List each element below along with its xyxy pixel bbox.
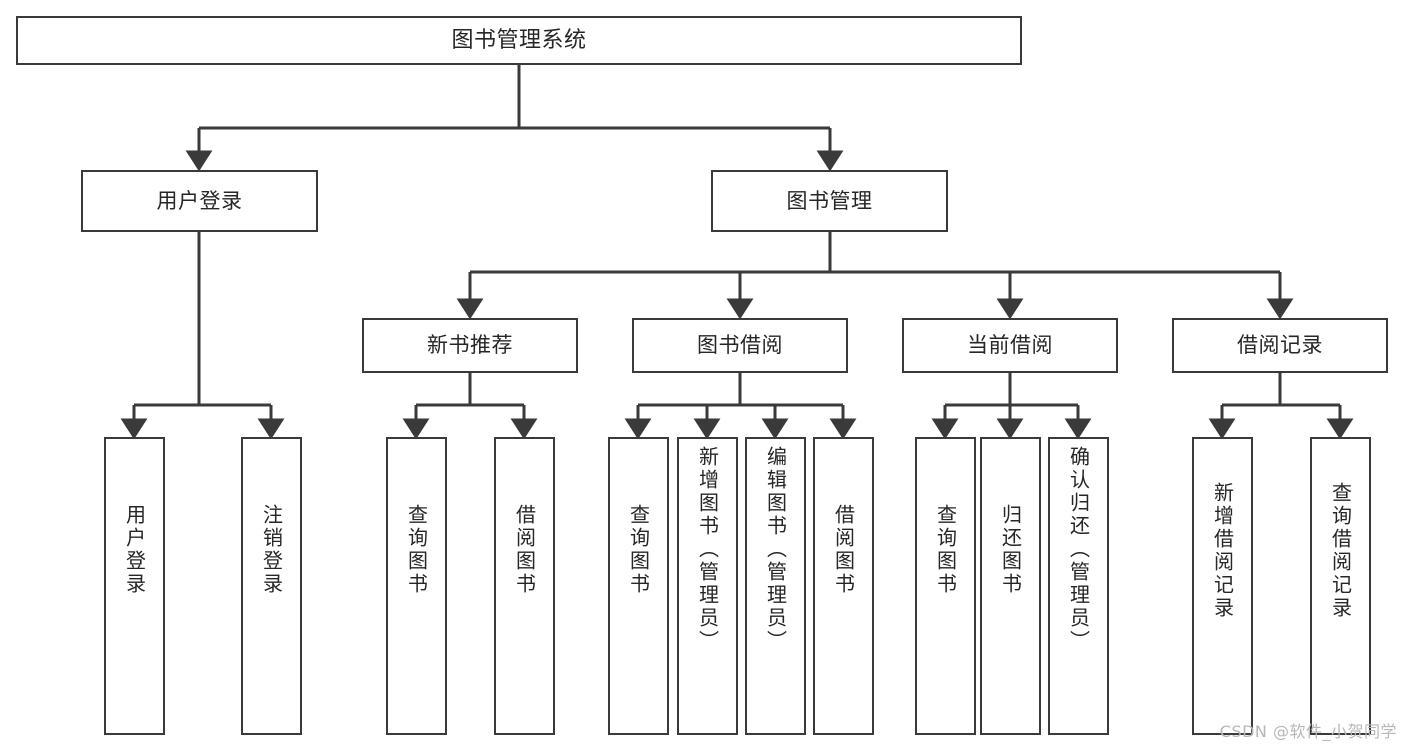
node-label: 归还图书	[998, 504, 1023, 596]
node-leaf-query-borrow-record[interactable]: 查询借阅记录	[1310, 437, 1371, 735]
node-leaf-query-book[interactable]: 查询图书	[608, 437, 669, 735]
node-label: 查询借阅记录	[1328, 482, 1353, 620]
node-label: 新书推荐	[427, 333, 513, 358]
node-leaf-confirm-return-admin[interactable]: 确认归还（管理员）	[1048, 437, 1109, 735]
node-book-borrow[interactable]: 图书借阅	[632, 318, 848, 373]
node-borrow-record[interactable]: 借阅记录	[1172, 318, 1388, 373]
node-label: 图书管理系统	[451, 27, 587, 53]
node-new-book-recommend[interactable]: 新书推荐	[362, 318, 578, 373]
node-label: 查询图书	[933, 504, 958, 596]
node-label: 编辑图书（管理员）	[763, 446, 788, 653]
node-leaf-borrow-book[interactable]: 借阅图书	[813, 437, 874, 735]
node-book-management[interactable]: 图书管理	[711, 170, 948, 232]
node-label: 用户登录	[122, 504, 147, 596]
node-label: 图书借阅	[697, 333, 783, 358]
node-leaf-edit-book-admin[interactable]: 编辑图书（管理员）	[745, 437, 806, 735]
node-label: 查询图书	[404, 504, 429, 596]
node-leaf-return-book[interactable]: 归还图书	[980, 437, 1041, 735]
node-label: 借阅记录	[1237, 333, 1323, 358]
node-user-login[interactable]: 用户登录	[81, 170, 318, 232]
node-label: 新增借阅记录	[1210, 482, 1235, 620]
node-leaf-query-book-recommend[interactable]: 查询图书	[386, 437, 447, 735]
node-label: 查询图书	[626, 504, 651, 596]
node-root-system[interactable]: 图书管理系统	[16, 16, 1022, 65]
node-label: 借阅图书	[831, 504, 856, 596]
node-leaf-add-book-admin[interactable]: 新增图书（管理员）	[677, 437, 738, 735]
node-label: 注销登录	[259, 504, 284, 596]
node-leaf-add-borrow-record[interactable]: 新增借阅记录	[1192, 437, 1253, 735]
node-label: 用户登录	[156, 188, 243, 213]
node-label: 新增图书（管理员）	[695, 446, 720, 653]
node-leaf-user-logout[interactable]: 注销登录	[241, 437, 302, 735]
node-label: 图书管理	[786, 188, 873, 213]
node-label: 当前借阅	[967, 333, 1053, 358]
node-label: 确认归还（管理员）	[1066, 446, 1091, 653]
node-current-borrow[interactable]: 当前借阅	[902, 318, 1118, 373]
node-leaf-user-login[interactable]: 用户登录	[104, 437, 165, 735]
node-leaf-query-book-current[interactable]: 查询图书	[915, 437, 976, 735]
node-label: 借阅图书	[512, 504, 537, 596]
node-leaf-borrow-book-recommend[interactable]: 借阅图书	[494, 437, 555, 735]
